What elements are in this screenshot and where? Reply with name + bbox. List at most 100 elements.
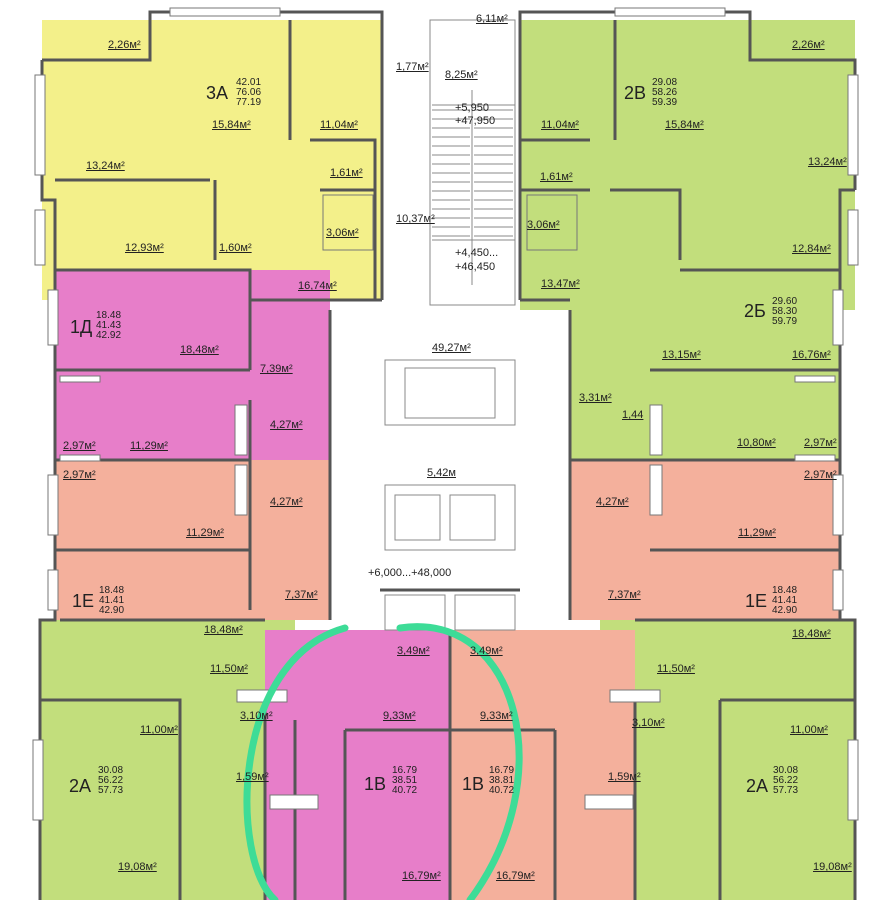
apartment-code: 1Д bbox=[70, 317, 93, 337]
area-label: 18,48м² bbox=[204, 624, 243, 636]
area-label: 7,37м² bbox=[608, 589, 641, 601]
apartment-area: 29.08 bbox=[652, 77, 678, 88]
apartment-1e-left bbox=[55, 460, 330, 620]
area-label: 13,15м² bbox=[662, 349, 701, 361]
area-label: 3,31м² bbox=[579, 392, 612, 404]
area-label: 11,29м² bbox=[186, 527, 224, 539]
area-label: 11,29м² bbox=[130, 440, 168, 452]
area-label: 3,49м² bbox=[397, 645, 430, 657]
area-label: 1,59м² bbox=[236, 771, 269, 783]
area-label: 11,00м² bbox=[790, 724, 828, 736]
apartment-area: 59.39 bbox=[652, 97, 678, 108]
apartment-area: 16.79 bbox=[489, 765, 515, 776]
apartment-code: 1Е bbox=[745, 591, 768, 611]
area-label: 11,29м² bbox=[738, 527, 776, 539]
area-label: 16,79м² bbox=[402, 870, 441, 882]
area-label: 16,76м² bbox=[792, 349, 831, 361]
area-label: 3,06м² bbox=[527, 219, 560, 231]
area-label: 3,10м² bbox=[632, 717, 665, 729]
apartment-1d bbox=[55, 270, 330, 460]
level-label: +46,450 bbox=[455, 261, 496, 273]
apartment-code: 3А bbox=[206, 83, 229, 103]
apartment-code: 1В bbox=[364, 774, 387, 794]
area-label: 13,24м² bbox=[86, 160, 125, 172]
apartment-area: 57.73 bbox=[98, 785, 124, 796]
area-label: 5,42м bbox=[427, 467, 456, 479]
area-label: 1,77м² bbox=[396, 61, 429, 73]
apartment-area: 29.60 bbox=[772, 296, 798, 307]
area-label: 1,61м² bbox=[540, 171, 573, 183]
apartment-area: 40.72 bbox=[392, 785, 418, 796]
apartment-code: 2Б bbox=[744, 301, 766, 321]
area-label: 18,48м² bbox=[180, 344, 219, 356]
area-label: 8,25м² bbox=[445, 69, 478, 81]
area-label: 12,84м² bbox=[792, 243, 831, 255]
apartment-area: 41.43 bbox=[96, 320, 122, 331]
area-label: 11,04м² bbox=[541, 119, 579, 131]
apartment-area: 57.73 bbox=[773, 785, 799, 796]
apartment-code: 1В bbox=[462, 774, 485, 794]
apartment-code: 2В bbox=[624, 83, 647, 103]
area-label: 1,44 bbox=[622, 409, 644, 421]
apartment-3a bbox=[42, 20, 382, 300]
apartment-area: 18.48 bbox=[99, 585, 125, 596]
area-label: 1,59м² bbox=[608, 771, 641, 783]
level-label: +47,950 bbox=[455, 115, 496, 127]
apartment-code: 2А bbox=[69, 776, 92, 796]
area-label: 9,33м² bbox=[480, 710, 513, 722]
apartment-area: 42.90 bbox=[99, 605, 125, 616]
area-label: 4,27м² bbox=[596, 496, 629, 508]
area-label: 11,04м² bbox=[320, 119, 358, 131]
apartment-area: 42.01 bbox=[236, 77, 262, 88]
area-label: 3,10м² bbox=[240, 710, 273, 722]
apartment-area: 16.79 bbox=[392, 765, 418, 776]
area-label: 16,74м² bbox=[298, 280, 337, 292]
area-label: 13,24м² bbox=[808, 156, 847, 168]
area-label: 11,50м² bbox=[657, 663, 695, 675]
area-label: 2,97м² bbox=[63, 440, 96, 452]
area-label: 9,33м² bbox=[383, 710, 416, 722]
area-label: 19,08м² bbox=[118, 861, 157, 873]
hall bbox=[330, 310, 570, 630]
area-label: 11,50м² bbox=[210, 663, 248, 675]
apartment-area: 42.90 bbox=[772, 605, 798, 616]
area-label: 12,93м² bbox=[125, 242, 164, 254]
area-label: 13,47м² bbox=[541, 278, 580, 290]
apartment-area: 41.41 bbox=[772, 595, 798, 606]
area-label: 11,00м² bbox=[140, 724, 178, 736]
apartment-area: 38.51 bbox=[392, 775, 418, 786]
area-label: 18,48м² bbox=[792, 628, 831, 640]
area-label: 2,97м² bbox=[804, 437, 837, 449]
area-label: 10,37м² bbox=[396, 213, 435, 225]
level-label: +4,450... bbox=[455, 247, 499, 259]
apartment-area: 38.81 bbox=[489, 775, 515, 786]
apartment-area: 76.06 bbox=[236, 87, 262, 98]
apartment-area: 30.08 bbox=[773, 765, 799, 776]
apartment-area: 56.22 bbox=[98, 775, 124, 786]
area-label: 10,80м² bbox=[737, 437, 776, 449]
apartment-area: 56.22 bbox=[773, 775, 799, 786]
area-label: 4,27м² bbox=[270, 419, 303, 431]
apartment-code: 1Е bbox=[72, 591, 95, 611]
apartment-1v-right bbox=[450, 630, 635, 900]
apartment-2a-right bbox=[600, 620, 855, 900]
level-label: +5,950 bbox=[455, 102, 489, 114]
area-label: 49,27м² bbox=[432, 342, 471, 354]
area-label: 2,26м² bbox=[108, 39, 141, 51]
area-label: 1,60м² bbox=[219, 242, 252, 254]
area-label: 4,27м² bbox=[270, 496, 303, 508]
apartment-area: 41.41 bbox=[99, 595, 125, 606]
area-label: 19,08м² bbox=[813, 861, 852, 873]
apartment-area: 18.48 bbox=[772, 585, 798, 596]
level-label: +6,000...+48,000 bbox=[368, 567, 452, 579]
area-label: 2,97м² bbox=[804, 469, 837, 481]
apartment-area: 30.08 bbox=[98, 765, 124, 776]
area-label: 16,79м² bbox=[496, 870, 535, 882]
apartment-area: 18.48 bbox=[96, 310, 122, 321]
area-label: 2,97м² bbox=[63, 469, 96, 481]
apartment-code: 2А bbox=[746, 776, 769, 796]
apartment-area: 40.72 bbox=[489, 785, 515, 796]
area-label: 15,84м² bbox=[212, 119, 251, 131]
area-label: 7,37м² bbox=[285, 589, 318, 601]
